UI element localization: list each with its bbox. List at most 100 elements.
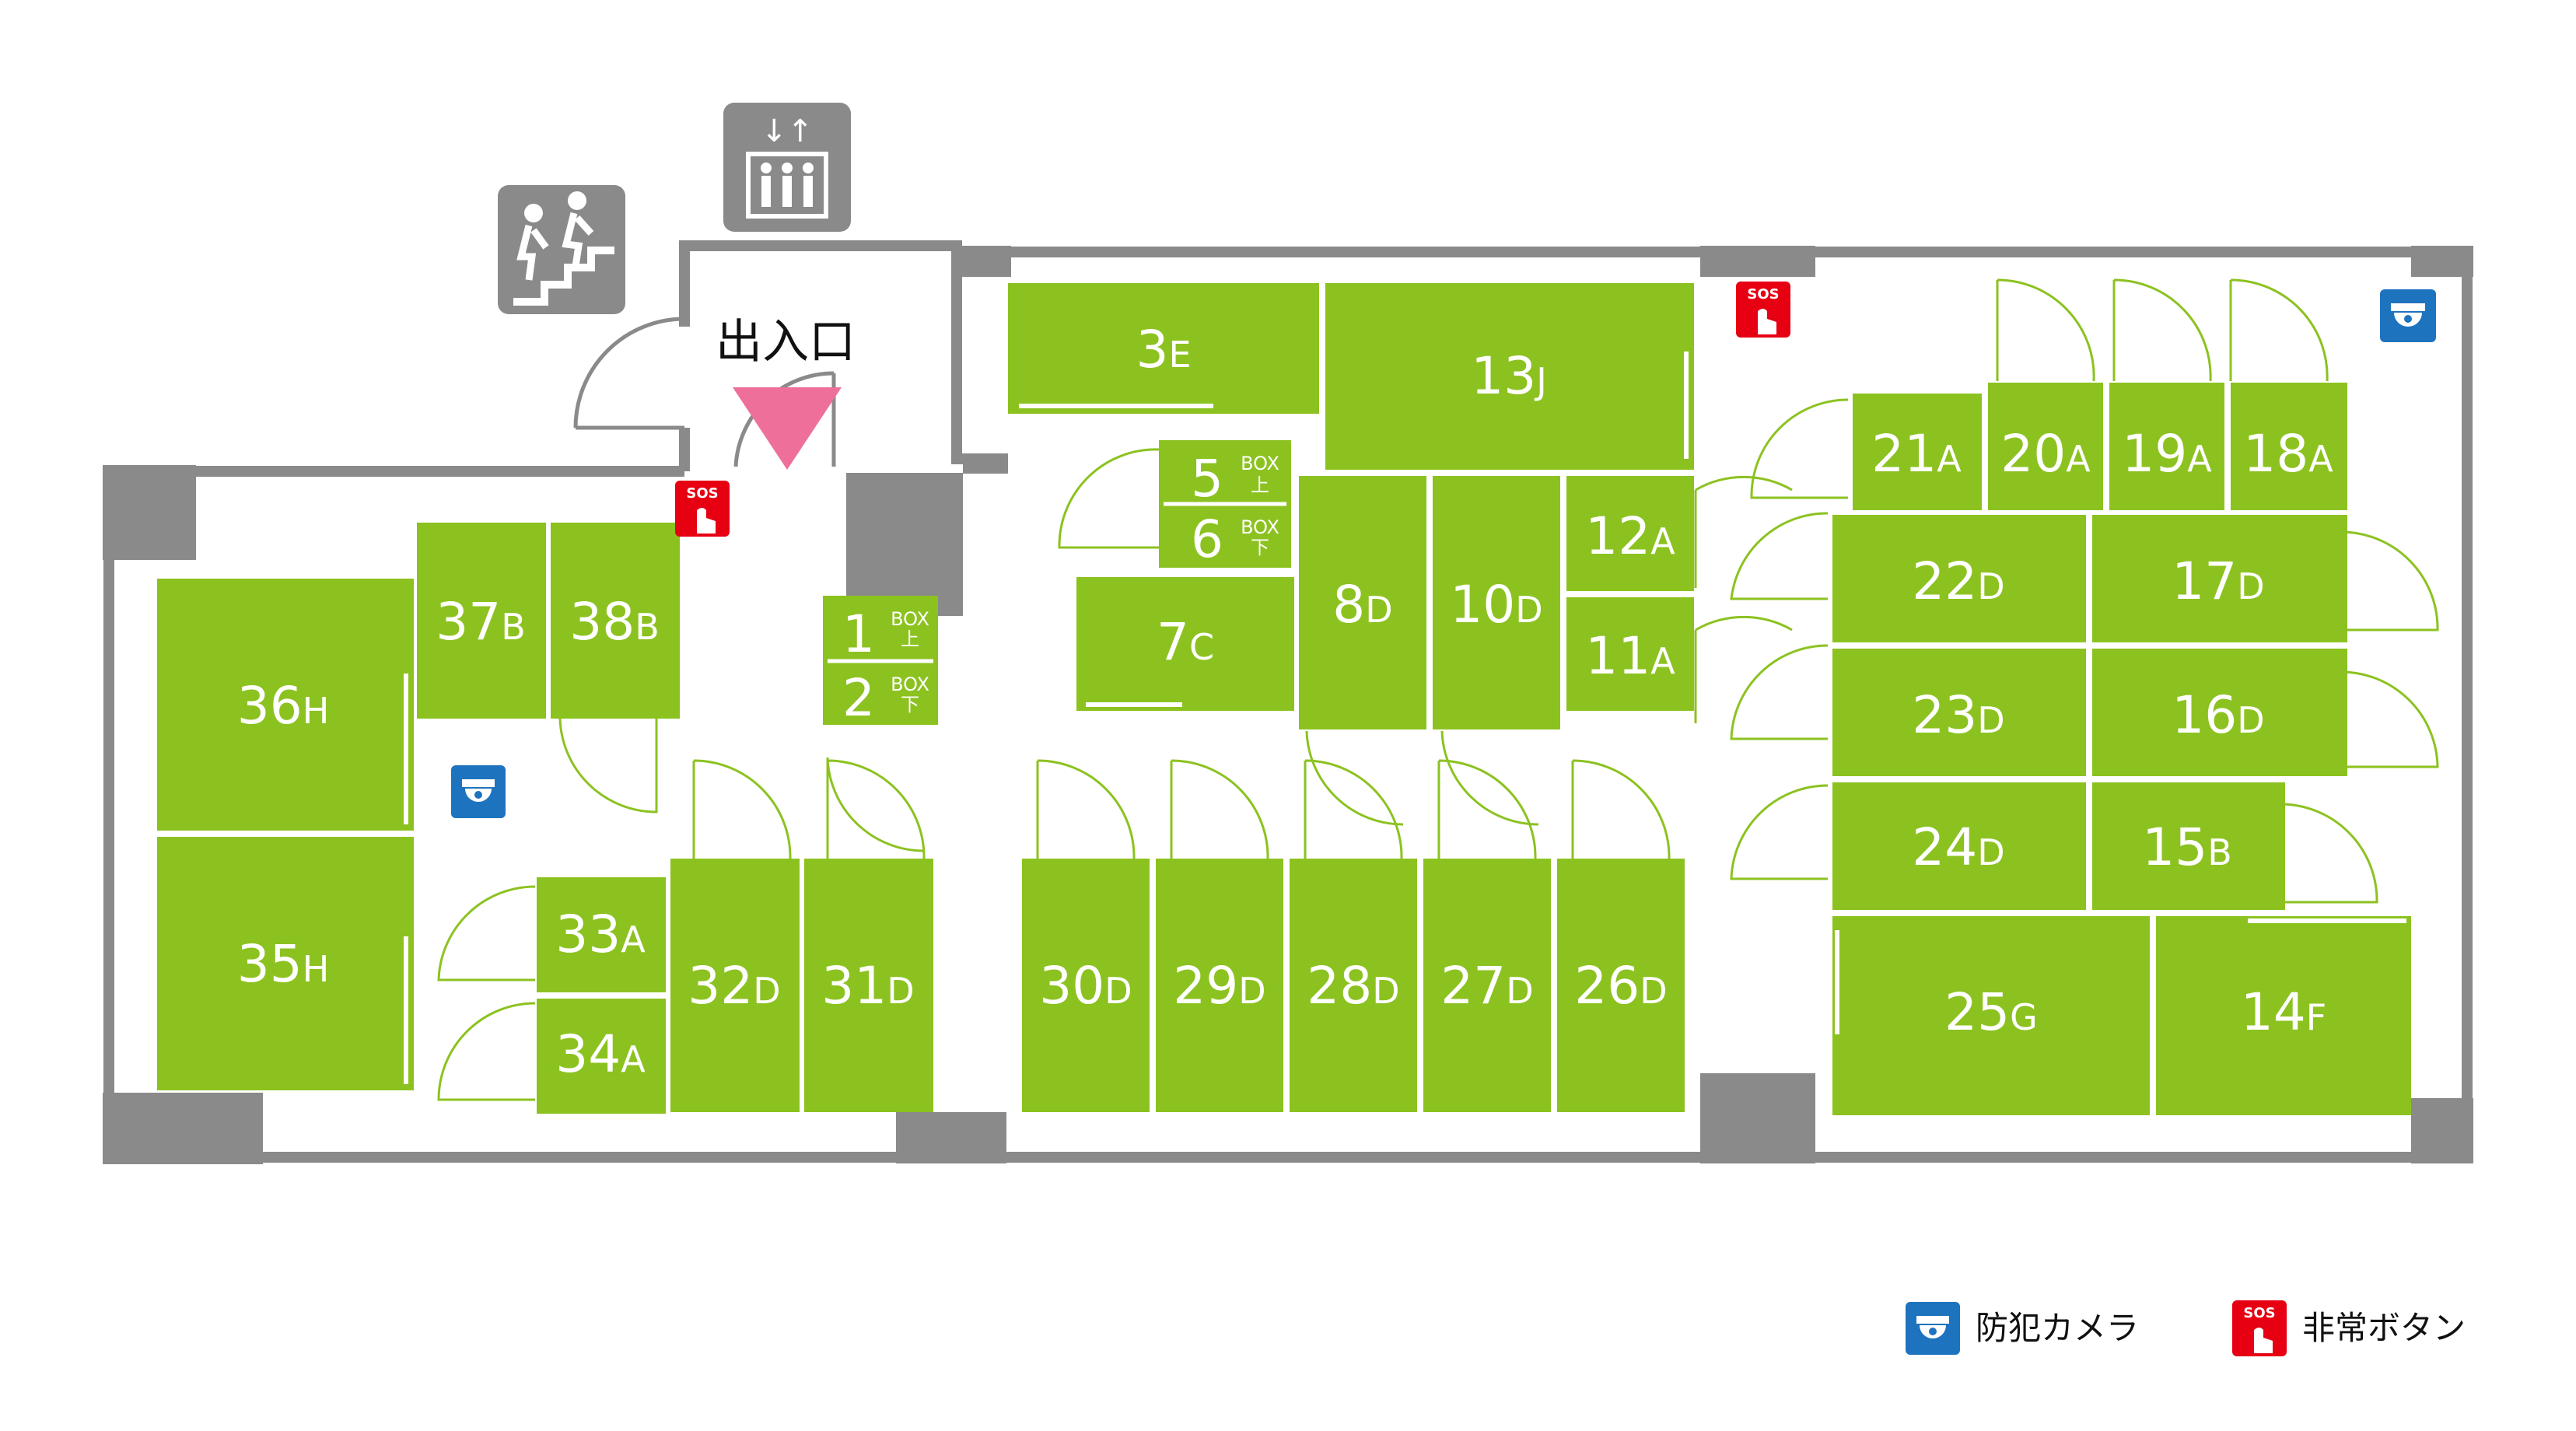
door-swing (1437, 759, 1537, 859)
pillar (846, 473, 963, 616)
pillars (103, 246, 2473, 1164)
svg-text:31D: 31D (821, 956, 914, 1016)
unit-30[interactable]: 30D (1022, 859, 1150, 1112)
door-swing (1440, 730, 1539, 826)
svg-text:17D: 17D (2172, 551, 2264, 611)
unit-19[interactable]: 19A (2109, 383, 2224, 510)
svg-text:22D: 22D (1912, 551, 2004, 611)
unit-28[interactable]: 28D (1290, 859, 1417, 1112)
unit-17[interactable]: 17D (2092, 515, 2347, 642)
unit-5-6-box[interactable]: 5 BOX 上 6 BOX 下 (1159, 440, 1291, 569)
unit-7[interactable]: 7C (1076, 577, 1294, 711)
svg-text:下: 下 (901, 694, 919, 716)
stair-door-gap (678, 327, 694, 428)
svg-text:27D: 27D (1440, 956, 1533, 1016)
unit-29[interactable]: 29D (1156, 859, 1283, 1112)
door-swing (2340, 530, 2439, 632)
svg-text:33A: 33A (555, 904, 646, 964)
unit-27[interactable]: 27D (1423, 859, 1551, 1112)
svg-text:15B: 15B (2142, 817, 2232, 877)
unit-12[interactable]: 12A (1566, 476, 1694, 591)
svg-text:26D: 26D (1574, 956, 1667, 1016)
svg-text:25G: 25G (1944, 982, 2038, 1042)
unit-26[interactable]: 26D (1557, 859, 1685, 1112)
unit-33[interactable]: 33A (537, 877, 666, 992)
unit-15[interactable]: 15B (2092, 782, 2285, 910)
unit-32[interactable]: 32D (670, 859, 800, 1112)
svg-text:SOS: SOS (686, 485, 718, 502)
door-swing (1036, 759, 1136, 859)
camera-icon (2380, 289, 2436, 342)
legend-camera-label: 防犯カメラ (1976, 1309, 2139, 1347)
svg-text:12A: 12A (1585, 506, 1675, 566)
svg-text:7C: 7C (1157, 612, 1214, 672)
unit-36[interactable]: 36H (157, 579, 414, 831)
svg-text:30D: 30D (1039, 956, 1132, 1016)
svg-text:3E: 3E (1136, 320, 1191, 380)
pillar (2411, 246, 2473, 277)
unit-22[interactable]: 22D (1832, 515, 2086, 642)
unit-21[interactable]: 21A (1853, 394, 1982, 510)
svg-text:10D: 10D (1450, 575, 1542, 635)
unit-35[interactable]: 35H (157, 837, 414, 1090)
sos-button-icon: SOS (1736, 282, 1790, 338)
unit-23[interactable]: 23D (1832, 649, 2086, 776)
entrance-gap (731, 467, 846, 482)
svg-text:上: 上 (1251, 474, 1269, 496)
svg-text:13J: 13J (1471, 346, 1547, 406)
unit-11[interactable]: 11A (1566, 597, 1694, 711)
door-swing (1730, 644, 1829, 740)
pillar (103, 465, 196, 560)
door-swing (2340, 670, 2439, 768)
unit-13[interactable]: 13J (1325, 283, 1694, 470)
svg-text:32D: 32D (688, 956, 780, 1016)
unit-31[interactable]: 31D (804, 859, 933, 1112)
unit-1-2-box[interactable]: 1 BOX 上 2 BOX 下 (823, 596, 938, 728)
svg-text:23D: 23D (1912, 685, 2004, 745)
unit-34[interactable]: 34A (537, 999, 666, 1114)
unit-3[interactable]: 3E (1008, 283, 1319, 414)
pillar (963, 453, 1008, 474)
door-swing (826, 759, 926, 859)
svg-text:11A: 11A (1585, 626, 1675, 686)
door-swing (1304, 759, 1403, 859)
left-room-wall (103, 466, 1006, 1163)
stair-door-swing (573, 317, 685, 429)
unit-14[interactable]: 14F (2156, 916, 2411, 1115)
legend: 防犯カメラ SOS 非常ボタン (1906, 1300, 2466, 1356)
door-swing (1170, 759, 1269, 859)
door-swing (1730, 512, 1829, 600)
svg-text:BOX: BOX (891, 674, 929, 695)
entrance-marker (733, 387, 842, 470)
svg-text:下: 下 (1251, 537, 1269, 558)
unit-38[interactable]: 38B (551, 523, 680, 719)
svg-text:BOX: BOX (891, 608, 929, 630)
unit-10[interactable]: 10D (1433, 476, 1560, 729)
pillar (103, 1093, 263, 1164)
unit-8[interactable]: 8D (1299, 476, 1426, 729)
svg-text:8D: 8D (1332, 575, 1392, 635)
door-swing (437, 1002, 536, 1101)
door-swing (2278, 803, 2378, 904)
svg-text:上: 上 (901, 628, 919, 650)
unit-24[interactable]: 24D (1832, 782, 2086, 910)
pillar (896, 1112, 1006, 1163)
door-swing (1694, 615, 1793, 723)
entrance-label: 出入口 (716, 315, 856, 369)
svg-text:20A: 20A (2000, 424, 2091, 484)
door-swing (1571, 759, 1671, 859)
unit-18[interactable]: 18A (2231, 383, 2347, 510)
legend-camera: 防犯カメラ (1906, 1302, 2139, 1355)
unit-37[interactable]: 37B (417, 523, 546, 719)
unit-25[interactable]: 25G (1832, 916, 2150, 1115)
svg-text:28D: 28D (1307, 956, 1399, 1016)
unit-16[interactable]: 16D (2092, 649, 2347, 776)
svg-text:↓↑: ↓↑ (761, 114, 813, 149)
svg-text:19A: 19A (2122, 424, 2212, 484)
door-swing (1750, 398, 1849, 499)
unit-20[interactable]: 20A (1988, 383, 2103, 510)
door-swing (2229, 278, 2329, 382)
stairs-icon (498, 185, 625, 314)
elevator-icon: ↓↑ (723, 103, 851, 232)
